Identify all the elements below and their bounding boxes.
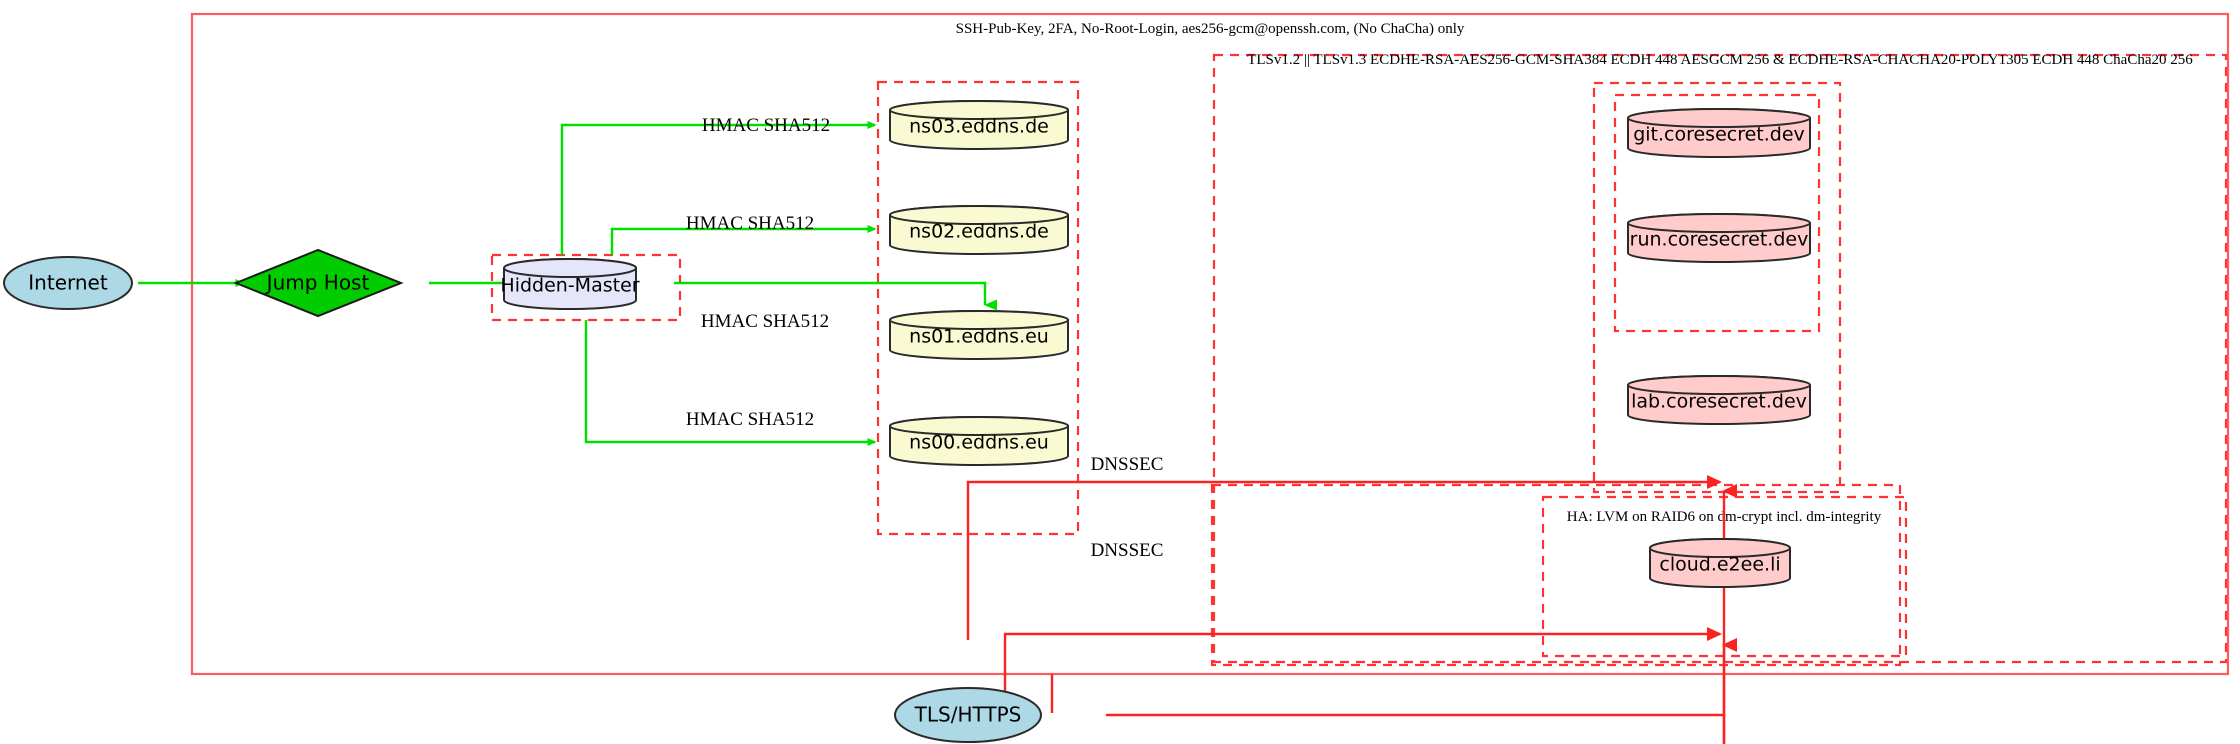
edge-hiddenmaster-ns00	[584, 320, 877, 446]
ns02-label: ns02.eddns.de	[909, 221, 1049, 243]
node-cloud-e2ee[interactable]: cloud.e2ee.li	[1649, 538, 1791, 588]
git-cylinder-top	[1627, 108, 1811, 128]
edge-label-hmac-ns00: HMAC SHA512	[686, 409, 814, 430]
run-cylinder-top	[1627, 213, 1811, 233]
lab-cylinder-top	[1627, 375, 1811, 395]
node-internet[interactable]: Internet	[3, 256, 133, 310]
tls-https-label: TLS/HTTPS	[914, 703, 1022, 727]
ns03-label: ns03.eddns.de	[909, 116, 1049, 138]
node-tls-https[interactable]: TLS/HTTPS	[894, 687, 1042, 743]
tls-https-ellipse	[894, 687, 1042, 743]
jump-host-diamond	[233, 248, 404, 318]
node-hidden-master[interactable]: Hidden-Master	[500, 258, 640, 310]
edge-label-hmac-ns03: HMAC SHA512	[702, 115, 830, 136]
ns00-label: ns00.eddns.eu	[909, 432, 1049, 454]
edge-label-dnssec-upper: DNSSEC	[1091, 454, 1164, 475]
ns00-cylinder-top	[889, 416, 1069, 436]
cluster-tls	[1212, 53, 2228, 664]
edge-label-dnssec-lower: DNSSEC	[1091, 540, 1164, 561]
edge-hiddenmaster-ns03	[560, 121, 877, 255]
node-ns01[interactable]: ns01.eddns.eu	[889, 310, 1069, 360]
cluster-ssh-outer	[190, 12, 2230, 676]
cloud-label: cloud.e2ee.li	[1659, 554, 1780, 576]
cluster-ssh-label: SSH-Pub-Key, 2FA, No-Root-Login, aes256-…	[956, 21, 1465, 37]
lab-label: lab.coresecret.dev	[1631, 391, 1807, 413]
node-ns02[interactable]: ns02.eddns.de	[889, 205, 1069, 255]
node-ns03[interactable]: ns03.eddns.de	[889, 100, 1069, 150]
node-lab-coresecret[interactable]: lab.coresecret.dev	[1627, 375, 1811, 425]
node-ns00[interactable]: ns00.eddns.eu	[889, 416, 1069, 466]
run-label: run.coresecret.dev	[1630, 229, 1809, 251]
hidden-master-label: Hidden-Master	[500, 275, 639, 297]
edge-dnssec-lower	[1003, 627, 1722, 712]
cluster-dns-servers	[876, 80, 1080, 536]
git-label: git.coresecret.dev	[1633, 124, 1805, 146]
node-jump-host[interactable]: Jump Host	[233, 248, 404, 318]
edge-hiddenmaster-ns02	[610, 225, 877, 255]
edge-label-hmac-ns02: HMAC SHA512	[686, 213, 814, 234]
hidden-master-cylinder-top	[503, 258, 637, 278]
edge-label-hmac-ns01: HMAC SHA512	[701, 311, 829, 332]
ns02-cylinder-top	[889, 205, 1069, 225]
cluster-coresecret-outer	[1592, 81, 1842, 494]
edge-hiddenmaster-ns01	[674, 281, 997, 311]
edge-dnssec-upper	[966, 475, 1722, 640]
ns03-cylinder-top	[889, 100, 1069, 120]
node-run-coresecret[interactable]: run.coresecret.dev	[1627, 213, 1811, 263]
ns01-label: ns01.eddns.eu	[909, 326, 1049, 348]
ns01-cylinder-top	[889, 310, 1069, 330]
cluster-dnssec-upper	[1210, 483, 1902, 667]
jump-host-label: Jump Host	[265, 271, 370, 295]
cluster-tls-label: TLSv1.2 || TLSv1.3 ECDHE-RSA-AES256-GCM-…	[1247, 52, 2193, 68]
internet-label: Internet	[28, 271, 108, 295]
cloud-cylinder-top	[1649, 538, 1791, 558]
cluster-coresecret-inner	[1613, 93, 1821, 333]
internet-ellipse	[3, 256, 133, 310]
node-git-coresecret[interactable]: git.coresecret.dev	[1627, 108, 1811, 158]
